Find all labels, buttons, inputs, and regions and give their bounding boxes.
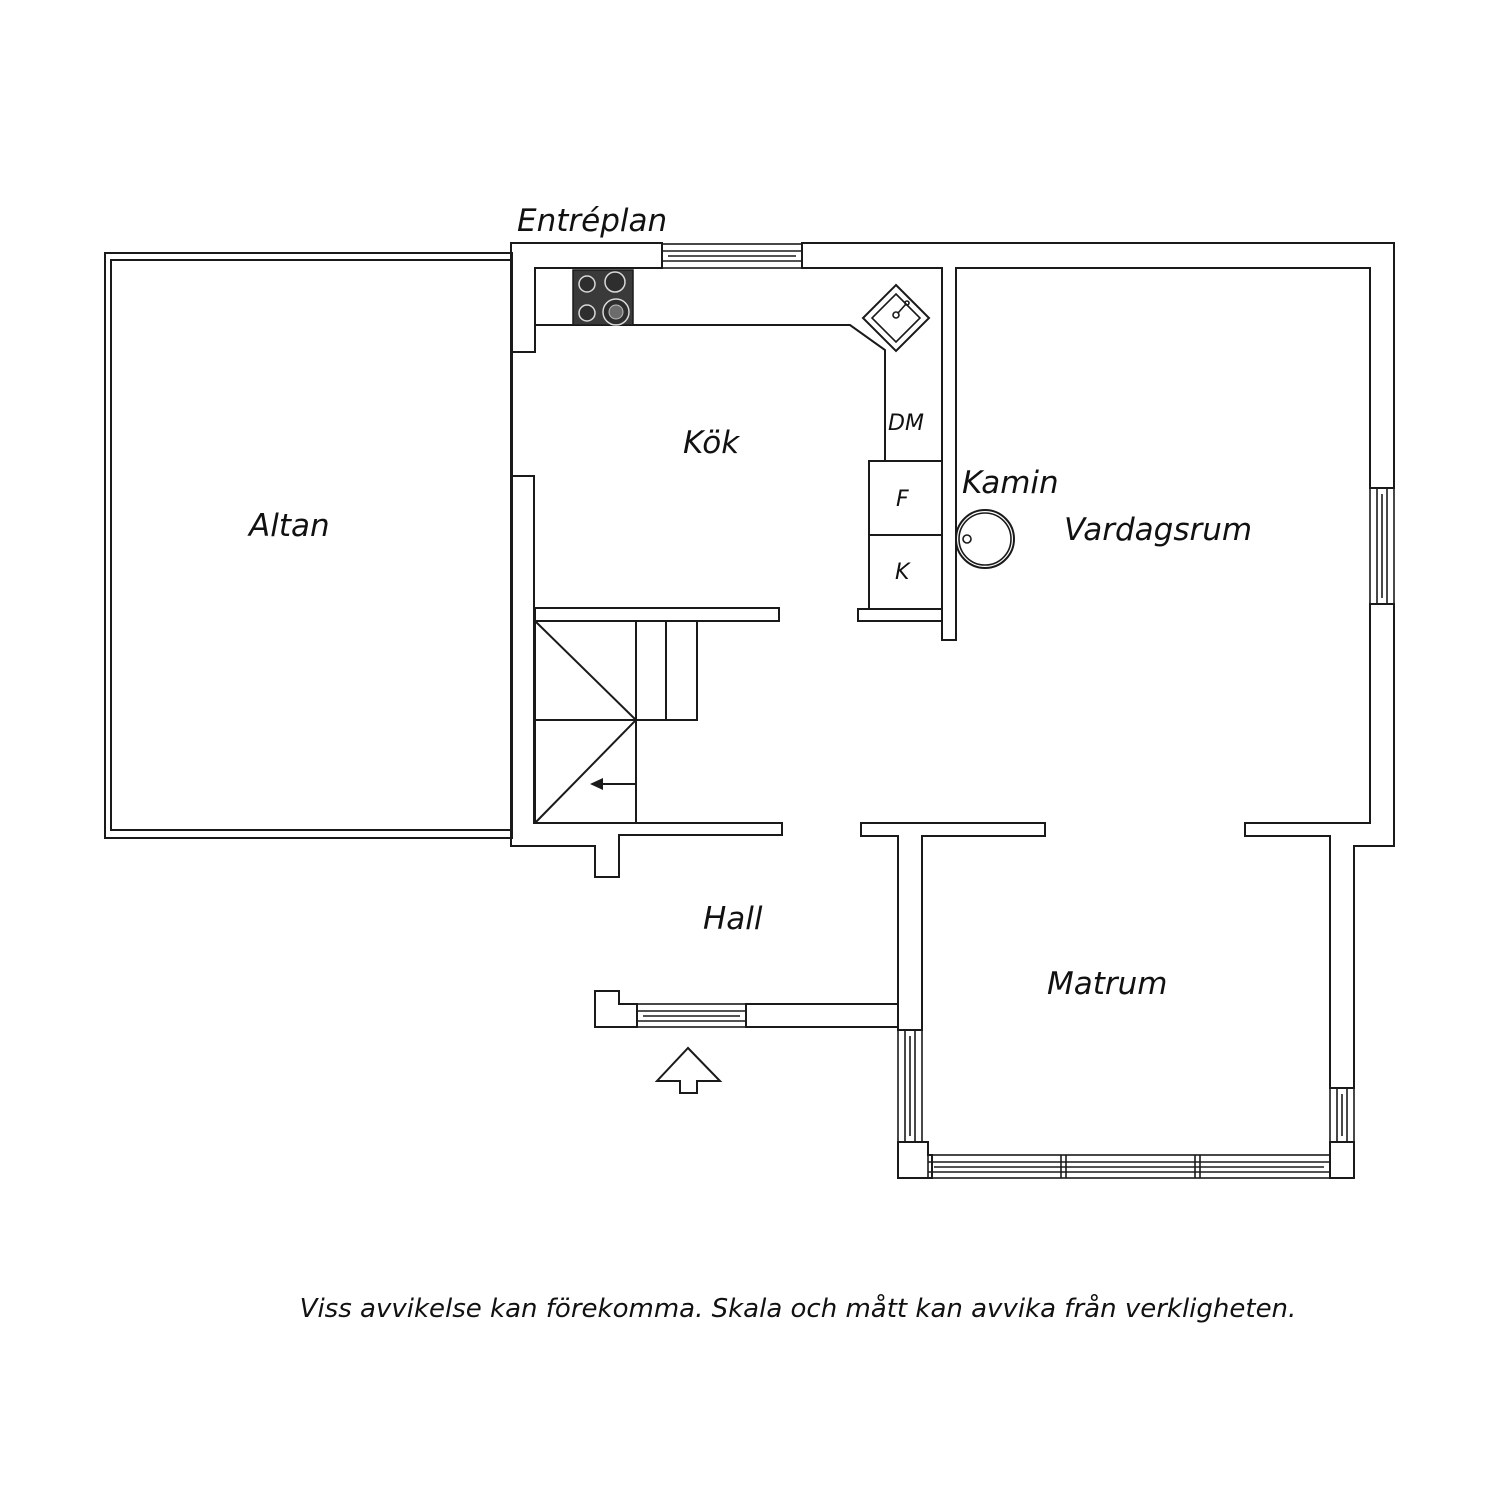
fireplace-icon <box>955 509 1015 569</box>
window-hall-south <box>636 1003 747 1028</box>
entrance-arrow-icon <box>654 1046 723 1094</box>
room-label-kamin: Kamin <box>962 465 1059 501</box>
room-label-hall: Hall <box>703 901 763 937</box>
fridge-label: K <box>895 560 911 585</box>
room-label-matrum: Matrum <box>1047 966 1168 1002</box>
window-top-kitchen <box>661 243 803 269</box>
altan-outline-inner <box>110 259 512 831</box>
outer-wall-right <box>1244 603 1395 1089</box>
sink-icon <box>861 283 931 353</box>
wall-corner-sw <box>897 1141 933 1179</box>
room-label-vardagsrum: Vardagsrum <box>1064 512 1252 548</box>
wall-kitchen-shelf <box>534 607 780 622</box>
walls <box>510 242 1395 1179</box>
wall-kitchen-stub <box>857 608 943 622</box>
altan-deck <box>104 252 513 839</box>
staircase <box>534 620 698 824</box>
wall-kitchen-west <box>510 475 783 878</box>
kitchen-fixtures: DM F K <box>535 269 943 610</box>
window-dining-south <box>927 1154 1331 1179</box>
wall-hall-south <box>745 1003 899 1028</box>
room-labels: Altan Kök Vardagsrum Hall Matrum Kamin <box>247 425 1252 1002</box>
room-label-kok: Kök <box>683 425 740 461</box>
window-right-living <box>1369 487 1395 605</box>
arrow-left-icon <box>590 778 603 790</box>
outer-wall-main <box>801 242 1395 641</box>
wall-corner-se <box>1329 1141 1355 1179</box>
wall-hall-divider <box>860 822 1046 1031</box>
disclaimer-note: Viss avvikelse kan förekomma. Skala och … <box>300 1293 1297 1324</box>
wall-entry-stub <box>594 990 638 1028</box>
window-dining-east <box>1329 1087 1355 1143</box>
windows <box>636 243 1395 1179</box>
window-dining-west <box>897 1029 923 1143</box>
plan-title: Entréplan <box>517 203 667 239</box>
dishwasher-label: DM <box>888 411 924 436</box>
altan-outline-outer <box>104 252 513 839</box>
freezer-label: F <box>896 487 909 512</box>
room-label-altan: Altan <box>247 508 330 544</box>
